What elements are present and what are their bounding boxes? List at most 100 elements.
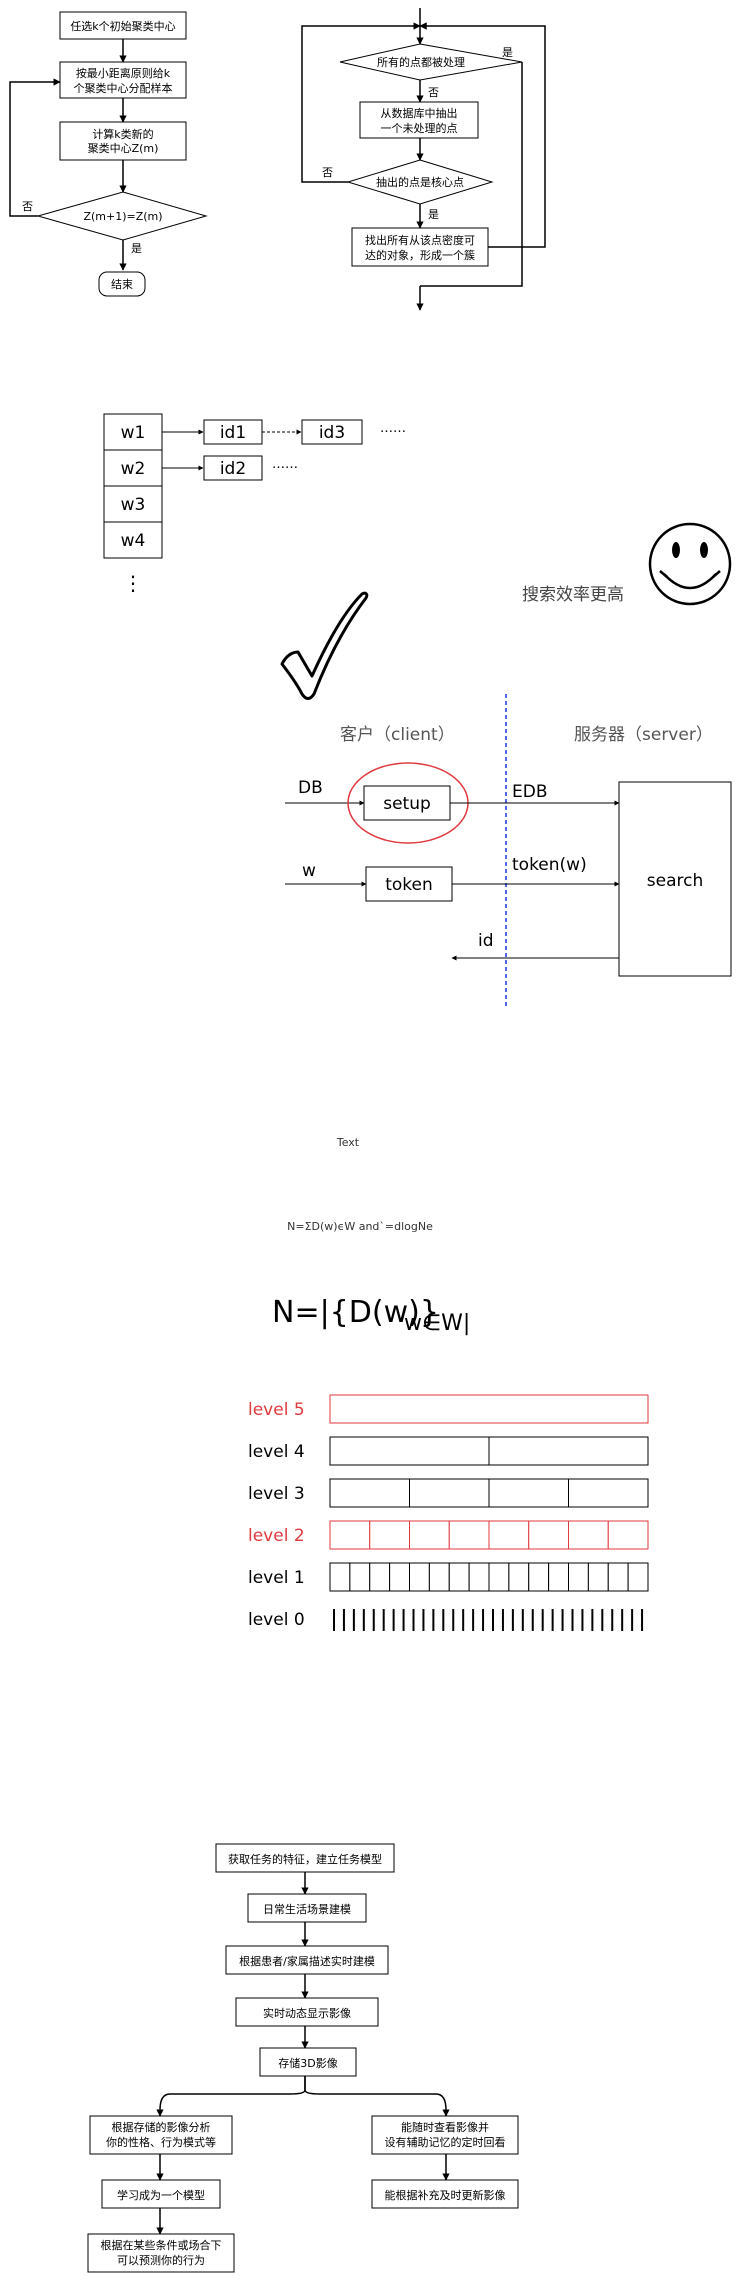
dbscan-core-point-label: 抽出的点是核心点	[376, 175, 464, 189]
dbscan-flowchart: 所有的点都被处理 是 否 从数据库中抽出 一个未处理的点 抽出的点是核心点 否 …	[301, 8, 546, 311]
kmeans-condition-label: Z(m+1)=Z(m)	[83, 210, 162, 223]
index-word-w2: w2	[121, 459, 146, 479]
dbscan-no-label: 否	[428, 86, 439, 99]
task-right1-box	[371, 2115, 519, 2155]
level-segment	[607, 1520, 649, 1550]
level-label: level 3	[248, 1484, 305, 1504]
sse-edb-label: EDB	[512, 782, 548, 802]
task-left1-box	[89, 2115, 233, 2155]
level-segment	[488, 1562, 510, 1592]
dbscan-find-box	[351, 227, 489, 267]
dbscan-all-processed-label: 所有的点都被处理	[377, 55, 465, 69]
sse-token-box	[365, 866, 453, 902]
kmeans-no-label: 否	[22, 200, 33, 213]
index-row2-ellipsis: ……	[272, 457, 298, 472]
dbscan-extract-box	[359, 101, 479, 139]
index-row1-ellipsis: ……	[380, 421, 406, 436]
level-segment	[587, 1562, 609, 1592]
kmeans-compute-label-1: 计算k类新的	[92, 127, 153, 141]
level-segment	[508, 1562, 530, 1592]
index-word-w4-box	[103, 521, 163, 559]
task-s4-box	[235, 1997, 379, 2027]
dbscan-yes-core-label: 是	[428, 208, 439, 221]
level-segment	[568, 1478, 649, 1508]
task-s2-box	[247, 1893, 367, 1923]
task-flowchart: 获取任务的特征，建立任务模型 日常生活场景建模 根据患者/家属描述实时建模 实时…	[87, 1843, 519, 2273]
dbscan-find-label-2: 达的对象，形成一个簇	[365, 248, 475, 262]
sse-server-box	[618, 781, 732, 977]
sse-search-label: search	[647, 871, 703, 891]
level-segment	[607, 1562, 629, 1592]
task-left3-box	[87, 2233, 235, 2273]
sse-w-label: w	[302, 861, 316, 881]
efficiency-label: 搜索效率更高	[522, 585, 624, 605]
level-segment	[329, 1520, 371, 1550]
index-id2: id2	[220, 459, 246, 479]
index-word-w2-box	[103, 449, 163, 487]
sse-client-label: 客户（client）	[340, 725, 455, 745]
level-segment	[369, 1520, 410, 1550]
task-s1-label: 获取任务的特征，建立任务模型	[228, 1852, 382, 1866]
sse-db-label: DB	[298, 778, 323, 798]
sse-token-label: token	[385, 875, 433, 895]
kmeans-assign-box	[59, 61, 187, 99]
task-s5-box	[259, 2047, 357, 2077]
level-segment	[488, 1478, 569, 1508]
level-segment	[488, 1436, 649, 1466]
kmeans-init-label: 任选k个初始聚类中心	[70, 19, 175, 33]
index-word-w1: w1	[121, 423, 146, 443]
task-right2-label: 能根据补充及时更新影像	[385, 2188, 506, 2202]
task-left2-box	[101, 2179, 221, 2209]
level-segment	[468, 1562, 490, 1592]
level-segment	[409, 1562, 430, 1592]
level-label: level 1	[248, 1568, 305, 1588]
index-id1: id1	[220, 423, 246, 443]
kmeans-compute-box	[59, 121, 187, 161]
checkmark-icon	[280, 591, 369, 700]
sse-setup-label: setup	[383, 794, 431, 814]
index-id2-box	[203, 455, 263, 481]
level-segment	[329, 1562, 351, 1592]
index-vdots: ⋮	[123, 571, 143, 595]
level-segment	[409, 1478, 490, 1508]
level-segment	[627, 1562, 649, 1592]
task-right1-label-1: 能随时查看影像并	[401, 2120, 489, 2134]
smiley-icon	[648, 522, 732, 606]
task-right1-label-2: 设有辅助记忆的定时回看	[385, 2135, 506, 2149]
kmeans-init-box	[59, 11, 187, 40]
level-segment	[488, 1520, 530, 1550]
task-left1-label-1: 根据存储的影像分析	[112, 2120, 211, 2134]
task-s4-label: 实时动态显示影像	[263, 2006, 351, 2020]
task-s2-label: 日常生活场景建模	[263, 1902, 351, 1916]
formula-raw: N=ƩD(w)ϵW and`=dlogNe	[287, 1220, 433, 1233]
misc-text-label: Text	[336, 1136, 360, 1149]
formula-subscript: w∈W|	[404, 1311, 470, 1336]
level-segment	[568, 1562, 589, 1592]
kmeans-flowchart: 任选k个初始聚类中心 按最小距离原则给k 个聚类中心分配样本 计算k类新的 聚类…	[9, 11, 208, 297]
dbscan-find-label-1: 找出所有从该点密度可	[365, 233, 475, 247]
task-left2-label: 学习成为一个模型	[117, 2188, 205, 2202]
formula-main: N=|{D(w)}	[272, 1295, 439, 1330]
inverted-index: w1 w2 w3 w4 ⋮ id1 id3 …… id2 …… 搜索效率更高	[103, 413, 732, 700]
sse-server-label: 服务器（server）	[574, 725, 713, 745]
kmeans-assign-label-2: 个聚类中心分配样本	[74, 81, 173, 95]
task-left3-label-1: 根据在某些条件或场合下	[101, 2238, 222, 2252]
dbscan-extract-label-1: 从数据库中抽出	[381, 106, 458, 120]
level-segment	[329, 1436, 490, 1466]
kmeans-yes-label: 是	[131, 242, 142, 255]
task-left1-label-2: 你的性格、行为模式等	[106, 2135, 216, 2149]
kmeans-assign-label-1: 按最小距离原则给k	[76, 66, 171, 80]
kmeans-compute-label-2: 聚类中心Z(m)	[88, 141, 159, 155]
level-segment	[389, 1562, 410, 1592]
index-word-w3-box	[103, 485, 163, 523]
index-word-w4: w4	[121, 531, 146, 551]
level-segment	[528, 1520, 569, 1550]
task-s3-label: 根据患者/家属描述实时建模	[239, 1954, 375, 1968]
sse-id-label: id	[478, 931, 494, 951]
level-segment	[528, 1562, 550, 1592]
level-label: level 4	[248, 1442, 305, 1462]
level-segment	[448, 1520, 490, 1550]
task-s3-box	[225, 1945, 389, 1975]
